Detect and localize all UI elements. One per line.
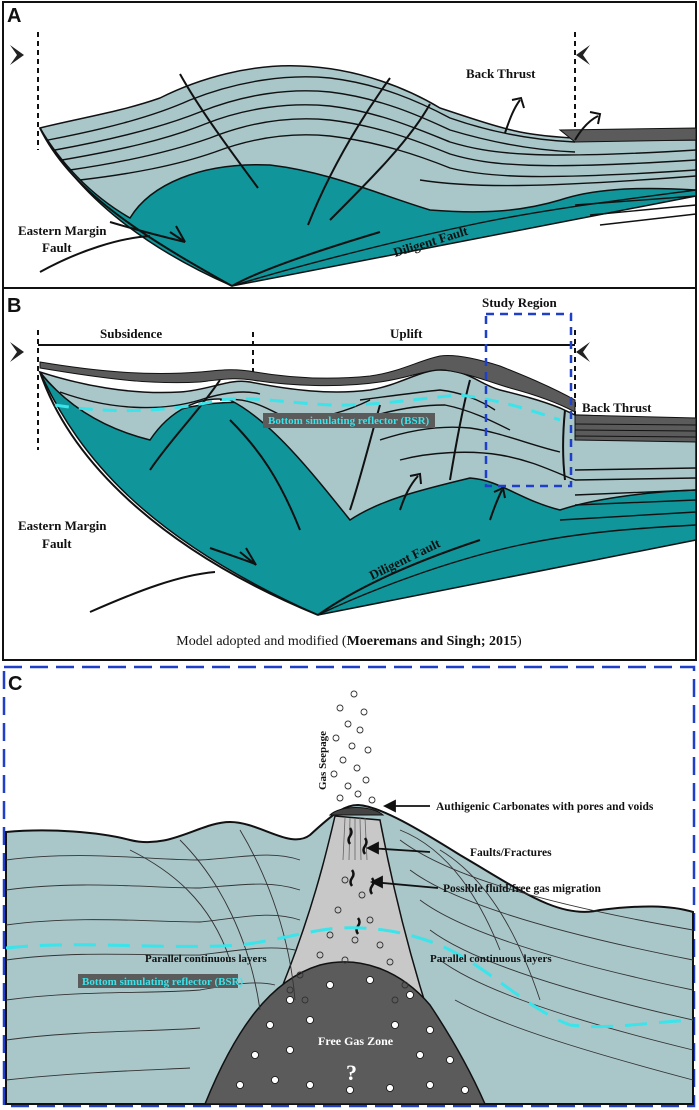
eastern-margin-fault-label: Eastern Margin bbox=[18, 518, 107, 533]
dark-sediment-layer bbox=[574, 414, 697, 443]
question-mark: ? bbox=[346, 1060, 357, 1085]
eastern-margin-fault-label-line2: Fault bbox=[42, 536, 72, 551]
strata-lines bbox=[47, 76, 697, 287]
migration-marks bbox=[347, 827, 375, 935]
right-pointing-arrow-icon bbox=[10, 342, 24, 362]
bsr-label-box bbox=[263, 413, 435, 428]
panel-a: A bbox=[2, 1, 697, 289]
left-pointing-arrow-icon bbox=[576, 45, 590, 65]
free-gas-zone bbox=[203, 961, 487, 1105]
gas-bubbles bbox=[286, 876, 409, 1004]
fault-lines bbox=[39, 371, 566, 616]
callout-arrows bbox=[365, 799, 439, 889]
bsr-label-box bbox=[78, 974, 238, 988]
authigenic-label: Authigenic Carbonates with pores and voi… bbox=[436, 801, 654, 813]
fault-lines bbox=[39, 73, 602, 287]
right-pointing-arrow-icon bbox=[10, 45, 24, 65]
panel-c-letter: C bbox=[8, 673, 22, 695]
eastern-margin-fault-label-line2: Fault bbox=[42, 240, 72, 255]
credit-line: Model adopted and modified (Moeremans an… bbox=[176, 634, 522, 649]
dark-sediment-layer bbox=[39, 355, 576, 413]
uplift-label: Uplift bbox=[390, 326, 423, 341]
eastern-margin-fault-label: Eastern Margin bbox=[18, 223, 107, 238]
parallel-layers-left-label: Parallel continuous layers bbox=[145, 953, 267, 965]
migration-label: Possible fluid/free gas migration bbox=[443, 883, 602, 895]
study-region-box bbox=[484, 312, 573, 488]
bsr-label: Bottom simulating reflector (BSR) bbox=[82, 976, 244, 988]
carbonate-cap bbox=[328, 807, 385, 816]
dark-sediment-layer bbox=[558, 127, 697, 143]
back-thrust-label: Back Thrust bbox=[582, 400, 652, 415]
strata-lines bbox=[5, 829, 694, 1081]
gas-bubbles bbox=[330, 690, 376, 804]
strata-lines bbox=[574, 423, 697, 438]
panel-a-letter: A bbox=[7, 5, 21, 27]
subsidence-label: Subsidence bbox=[100, 326, 162, 341]
free-gas-zone-label: Free Gas Zone bbox=[318, 1034, 394, 1048]
bsr-dashed-line bbox=[54, 393, 561, 422]
panel-b: B Subsidence Uplift Study Region bbox=[2, 287, 697, 661]
gas-seepage-label: Gas Seepage bbox=[317, 731, 329, 790]
bsr-label: Bottom simulating reflector (BSR) bbox=[268, 415, 430, 427]
faults-label: Faults/Fractures bbox=[470, 847, 552, 859]
parallel-layers-right-label: Parallel continuous layers bbox=[430, 953, 552, 965]
panel-b-letter: B bbox=[7, 295, 21, 317]
panel-c: C bbox=[2, 665, 696, 1108]
back-thrust-label: Back Thrust bbox=[466, 66, 536, 81]
free-gas-bubbles bbox=[236, 976, 469, 1094]
strata-lines bbox=[59, 389, 697, 616]
study-region-label: Study Region bbox=[482, 295, 558, 310]
bsr-dashed-line bbox=[5, 926, 694, 1029]
left-pointing-arrow-icon bbox=[576, 342, 590, 362]
